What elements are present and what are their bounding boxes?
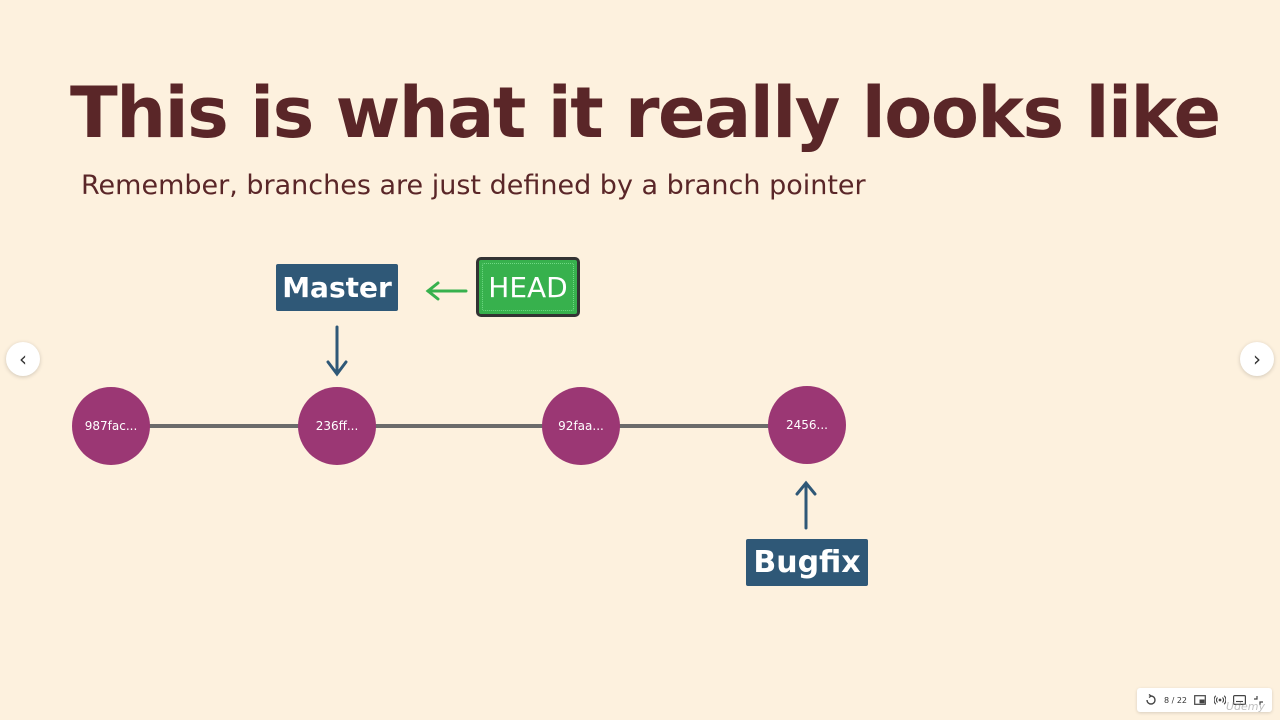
head-dotted-border [482, 263, 574, 311]
fullscreen-exit-button[interactable] [1253, 695, 1264, 706]
slide-subtitle: Remember, branches are just defined by a… [81, 170, 866, 201]
bugfix-branch-label: Bugfix [746, 539, 868, 586]
bugfix-to-commit-arrow [795, 480, 817, 530]
commit-hash: 2456... [786, 418, 828, 432]
page-counter: 8 / 22 [1163, 695, 1188, 705]
slide-title: This is what it really looks like [70, 72, 1221, 154]
commit-node: 987fac... [72, 387, 150, 465]
broadcast-icon [1213, 695, 1226, 705]
player-toolbar: 8 / 22 [1137, 688, 1272, 712]
next-slide-button[interactable]: › [1240, 342, 1274, 376]
commit-node: 2456... [768, 386, 846, 464]
captions-button[interactable] [1232, 695, 1246, 705]
head-to-master-arrow [425, 281, 468, 301]
commit-hash: 236ff... [315, 419, 359, 433]
commit-node: 236ff... [298, 387, 376, 465]
picture-in-picture-button[interactable] [1194, 695, 1207, 705]
head-pointer-box: HEAD [476, 257, 580, 317]
replay-icon [1145, 694, 1156, 705]
fullscreen-exit-icon [1254, 695, 1264, 705]
broadcast-button[interactable] [1213, 694, 1226, 706]
replay-button[interactable] [1145, 694, 1157, 706]
commit-hash: 987fac... [84, 419, 138, 433]
chevron-left-icon: ‹ [19, 347, 27, 371]
commit-node: 92faa... [542, 387, 620, 465]
commit-hash: 92faa... [558, 419, 604, 433]
captions-icon [1232, 695, 1246, 705]
udemy-watermark: Udemy [1226, 700, 1266, 713]
master-to-commit-arrow [326, 325, 348, 377]
head-label: HEAD [488, 270, 568, 304]
master-branch-label: Master [276, 264, 398, 311]
commit-history-line [110, 424, 807, 428]
picture-in-picture-icon [1194, 695, 1207, 705]
chevron-right-icon: › [1253, 347, 1261, 371]
previous-slide-button[interactable]: ‹ [6, 342, 40, 376]
